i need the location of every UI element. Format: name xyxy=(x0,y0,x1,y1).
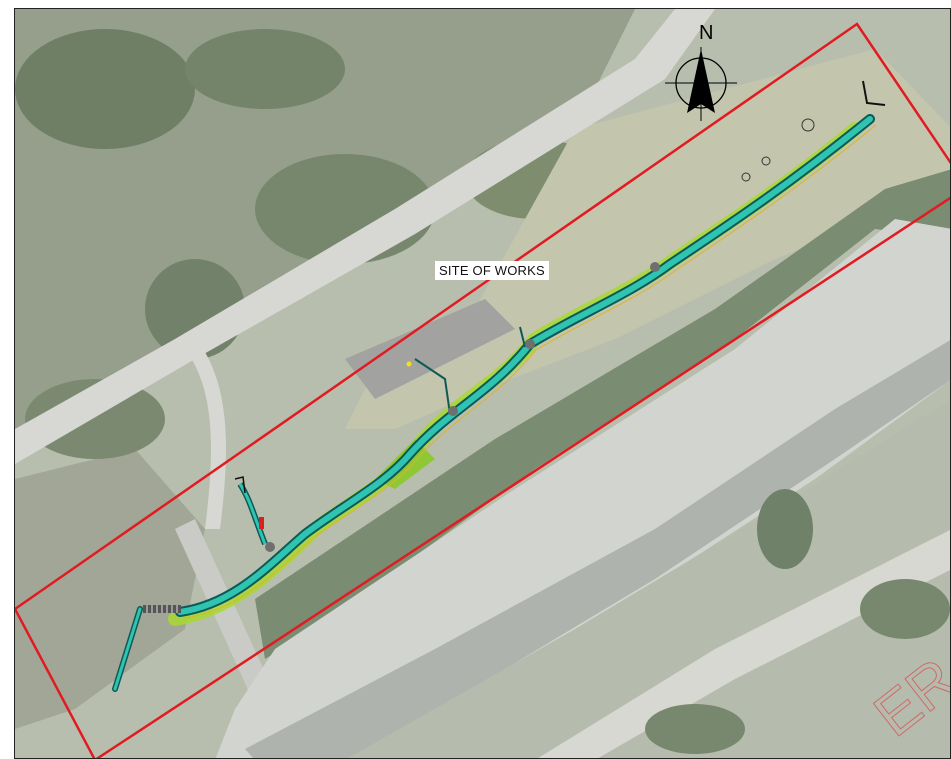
compass-rose-icon xyxy=(665,47,737,121)
connector-path-carpark xyxy=(414,358,451,415)
feature-circle xyxy=(741,172,751,182)
vegetation-patch xyxy=(25,379,165,459)
riverside-forest xyxy=(255,169,950,659)
river-bed xyxy=(215,219,950,758)
residential-area-southwest xyxy=(15,449,205,729)
boardwalk xyxy=(143,605,181,613)
southern-ramp xyxy=(113,607,142,691)
vegetation-patch xyxy=(645,704,745,754)
feature-circle xyxy=(761,156,771,166)
feature-circle xyxy=(801,118,815,132)
connector-path xyxy=(519,326,526,348)
site-of-works-label: SITE OF WORKS xyxy=(435,261,549,280)
car-park xyxy=(345,299,515,399)
vegetation-patch xyxy=(860,579,950,639)
marker xyxy=(259,517,264,529)
map-viewport: ER N SITE OF WORKS xyxy=(14,8,951,759)
south-bank xyxy=(348,400,950,758)
vegetation-patch xyxy=(15,29,195,149)
connector-path-north-fill xyxy=(238,483,267,545)
vegetation-patch xyxy=(185,29,345,109)
shared-path xyxy=(177,116,873,615)
aerial-map: ER xyxy=(15,9,950,758)
north-label: N xyxy=(699,22,714,44)
junction-node xyxy=(525,339,535,349)
vegetation-patch xyxy=(757,489,813,569)
interchange-ramp xyxy=(185,344,226,529)
path-setout-line xyxy=(184,124,877,619)
junction-node xyxy=(650,262,660,272)
junction-node xyxy=(265,542,275,552)
marker xyxy=(406,361,412,367)
south-road xyxy=(538,530,950,758)
site-boundary xyxy=(15,22,950,758)
river-channel xyxy=(245,340,950,758)
junction-node xyxy=(448,406,458,416)
north-end-structure xyxy=(234,476,246,494)
east-end-structure xyxy=(862,80,886,106)
